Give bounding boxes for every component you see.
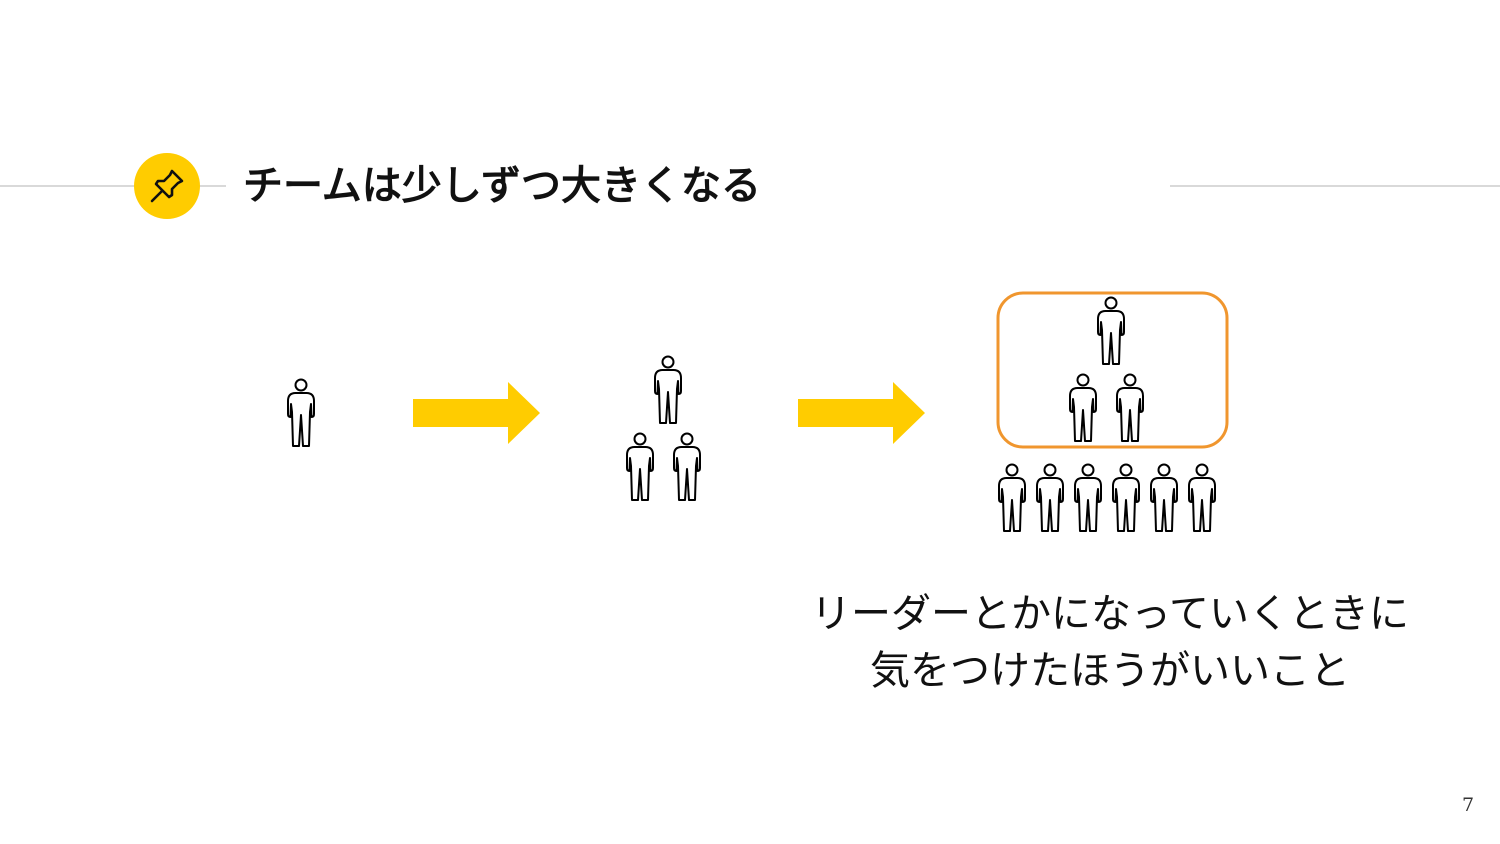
- right-arrow-icon: [798, 382, 925, 444]
- pushpin-icon: [150, 169, 184, 203]
- header-divider-right: [1170, 185, 1500, 187]
- leadership-highlight-box: [996, 291, 1229, 449]
- person-icon: [1069, 373, 1097, 442]
- caption-line: 気をつけたほうがいいこと: [870, 648, 1350, 694]
- right-arrow-icon: [413, 382, 540, 444]
- person-icon: [1116, 373, 1144, 442]
- person-icon: [1112, 463, 1140, 532]
- person-icon: [1150, 463, 1178, 532]
- person-icon: [673, 432, 701, 501]
- stage-small-team: [626, 355, 701, 501]
- person-icon: [626, 432, 654, 501]
- page-number: 7: [1462, 794, 1475, 816]
- person-icon: [1188, 463, 1216, 532]
- person-icon: [1036, 463, 1064, 532]
- slide-caption: リーダーとかになっていくときに 気をつけたほうがいいこと: [760, 586, 1460, 700]
- stage-large-team: [996, 291, 1229, 532]
- stage-single: [287, 378, 315, 447]
- person-icon: [654, 355, 682, 424]
- title-badge: [134, 153, 200, 219]
- slide-title: チームは少しずつ大きくなる: [243, 163, 761, 209]
- header-divider-left: [0, 185, 226, 187]
- person-icon: [287, 378, 315, 447]
- caption-line: リーダーとかになっていくときに: [811, 591, 1409, 637]
- person-icon: [1074, 463, 1102, 532]
- person-icon: [998, 463, 1026, 532]
- person-icon: [1097, 296, 1125, 365]
